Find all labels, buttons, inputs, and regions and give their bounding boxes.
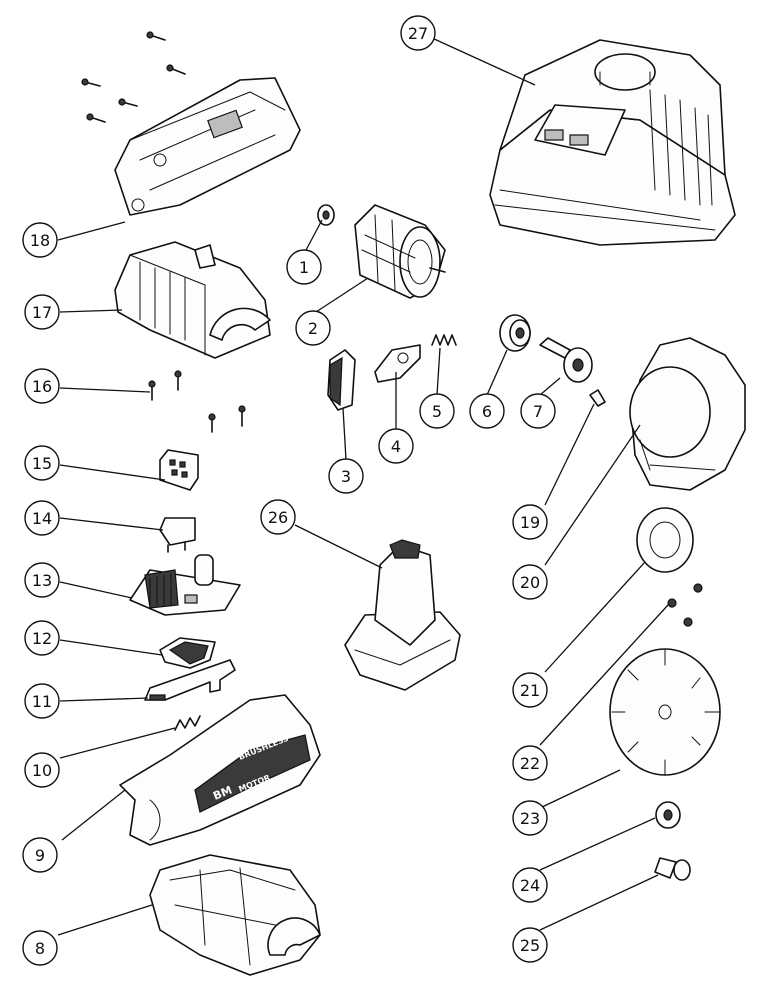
callout-17: 17 <box>24 294 60 330</box>
part-2-motor <box>354 204 446 299</box>
svg-text:9: 9 <box>35 846 45 865</box>
svg-text:19: 19 <box>520 513 540 532</box>
callout-27: 27 <box>400 15 436 51</box>
screw-set-16 <box>148 370 246 433</box>
part-19-key <box>589 389 606 407</box>
svg-text:4: 4 <box>391 437 401 456</box>
callout-18: 18 <box>22 222 58 258</box>
svg-text:25: 25 <box>520 936 540 955</box>
callout-6: 6 <box>469 393 505 429</box>
svg-text:14: 14 <box>32 509 52 528</box>
svg-text:6: 6 <box>482 402 492 421</box>
screw-set-18 <box>81 31 186 123</box>
part-27-charger <box>489 39 736 246</box>
svg-text:12: 12 <box>32 629 52 648</box>
part-17-motor-housing <box>114 241 271 359</box>
part-13-control-board <box>129 554 241 616</box>
callout-16: 16 <box>24 368 60 404</box>
screw-set-22 <box>667 583 703 627</box>
callout-11: 11 <box>24 683 60 719</box>
callout-5: 5 <box>419 393 455 429</box>
callout-4: 4 <box>378 428 414 464</box>
svg-text:13: 13 <box>32 571 52 590</box>
callout-26: 26 <box>260 499 296 535</box>
part-5-spring <box>431 334 457 346</box>
part-9-handle-housing: BRUSHLESS BM MOTOR <box>119 694 321 846</box>
callout-3: 3 <box>328 458 364 494</box>
part-10-spring <box>174 715 201 731</box>
leader-lines <box>57 37 669 936</box>
svg-text:1: 1 <box>299 258 309 277</box>
callout-1: 1 <box>286 249 322 285</box>
callout-25: 25 <box>512 927 548 963</box>
svg-text:8: 8 <box>35 939 45 958</box>
callout-19: 19 <box>512 504 548 540</box>
callout-24: 24 <box>512 867 548 903</box>
callout-15: 15 <box>24 445 60 481</box>
svg-text:26: 26 <box>268 508 288 527</box>
part-12-switch-slider <box>159 637 216 669</box>
svg-text:17: 17 <box>32 303 52 322</box>
part-7-spindle <box>539 337 593 383</box>
callout-10: 10 <box>24 752 60 788</box>
svg-text:18: 18 <box>30 231 50 250</box>
part-6-bearing <box>499 314 531 352</box>
callout-14: 14 <box>24 500 60 536</box>
callout-8: 8 <box>22 930 58 966</box>
part-4-switch-lever <box>374 344 421 383</box>
callout-20: 20 <box>512 564 548 600</box>
svg-text:22: 22 <box>520 754 540 773</box>
part-8-lower-housing <box>149 854 321 976</box>
callout-22: 22 <box>512 745 548 781</box>
svg-text:11: 11 <box>32 692 52 711</box>
svg-text:7: 7 <box>533 402 543 421</box>
part-21-flange <box>636 507 694 573</box>
callout-13: 13 <box>24 562 60 598</box>
svg-text:23: 23 <box>520 809 540 828</box>
svg-text:20: 20 <box>520 573 540 592</box>
part-15-terminal-block <box>159 449 199 491</box>
svg-text:15: 15 <box>32 454 52 473</box>
part-26-battery <box>344 539 461 691</box>
callout-12: 12 <box>24 620 60 656</box>
svg-text:24: 24 <box>520 876 540 895</box>
part-23-blade <box>609 648 721 776</box>
part-3-switch-cap <box>327 349 356 411</box>
callout-9: 9 <box>22 837 58 873</box>
part-25-bolt <box>654 857 691 881</box>
part-18-upper-housing <box>114 77 301 216</box>
svg-text:27: 27 <box>408 24 428 43</box>
part-14-micro-switch <box>159 517 196 553</box>
callout-21: 21 <box>512 672 548 708</box>
svg-text:16: 16 <box>32 377 52 396</box>
callout-23: 23 <box>512 800 548 836</box>
svg-text:3: 3 <box>341 467 351 486</box>
svg-text:2: 2 <box>308 319 318 338</box>
svg-text:21: 21 <box>520 681 540 700</box>
callout-2: 2 <box>295 310 331 346</box>
part-20-blade-guard <box>629 337 746 491</box>
part-11-slider-rail <box>144 659 236 701</box>
svg-text:5: 5 <box>432 402 442 421</box>
svg-text:10: 10 <box>32 761 52 780</box>
part-24-washer <box>655 801 681 829</box>
callout-7: 7 <box>520 393 556 429</box>
